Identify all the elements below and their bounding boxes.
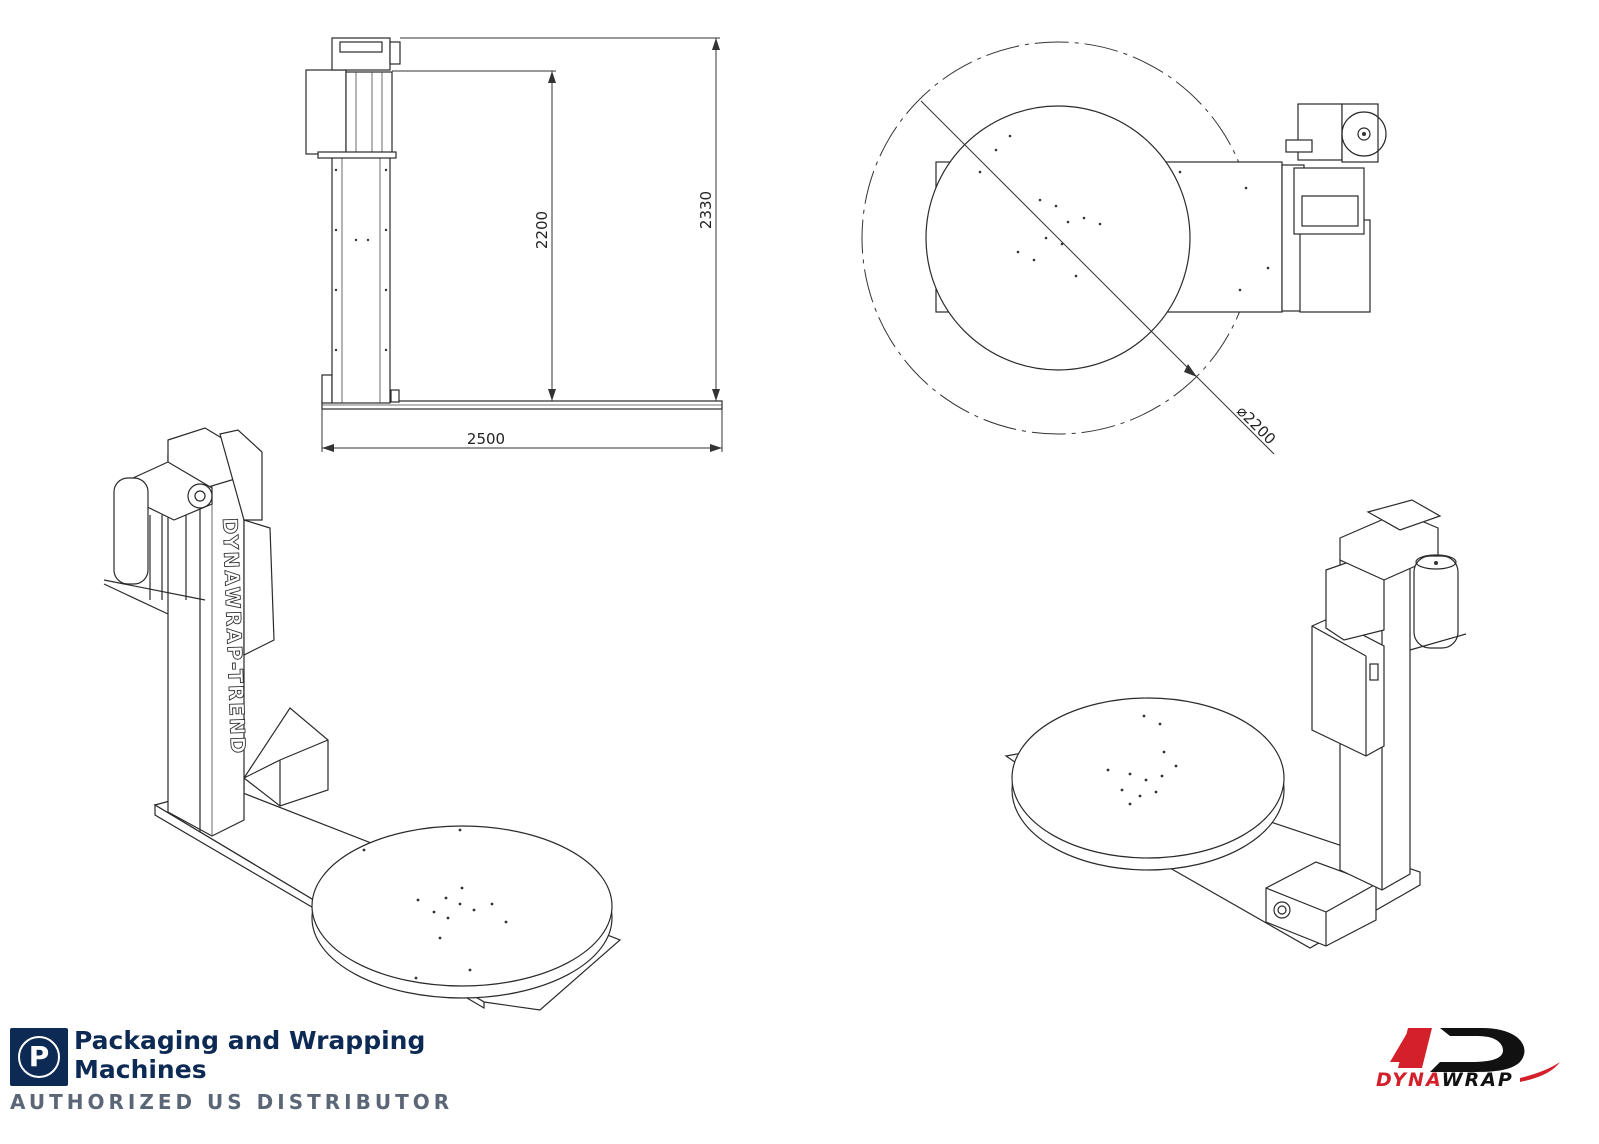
wordmark-part-1: DYNA [1376, 1069, 1442, 1091]
iso-control-box-left [243, 519, 275, 656]
front-elevation-view: 2200 2330 2500 [305, 37, 723, 452]
dimension-base-length: 2500 [467, 430, 505, 448]
carriage-box [305, 69, 347, 155]
dimension-lift-height: 2200 [533, 211, 551, 249]
top-plan-view: ⌀2200 [861, 41, 1387, 455]
dynawrap-logo: DYNAWRAP [1370, 1022, 1570, 1098]
iso-turntable-left [311, 825, 613, 987]
badge-ring [18, 1036, 60, 1078]
dimension-diameter: ⌀2200 [1233, 402, 1279, 448]
iso-film-roll-left [113, 477, 149, 585]
distributor-block: P Packaging and Wrapping Machines AUTHOR… [10, 1026, 480, 1124]
distributor-badge-icon: P [10, 1028, 68, 1086]
distributor-tagline: AUTHORIZED US DISTRIBUTOR [10, 1090, 454, 1114]
dimension-total-height: 2330 [697, 191, 715, 229]
iso-turntable-right [1011, 697, 1285, 859]
diameter-value: 2200 [1240, 408, 1280, 448]
iso-film-roll-right [1413, 555, 1459, 649]
isometric-view-right [1004, 499, 1467, 949]
dynawrap-logo-mark-icon [1390, 1028, 1560, 1082]
column-front [331, 154, 391, 404]
isometric-view-left: DYNAWRAP-TREND [103, 427, 622, 1011]
dynawrap-wordmark: DYNAWRAP [1376, 1069, 1514, 1091]
wordmark-part-2: WRAP [1441, 1069, 1514, 1091]
control-box-top [1299, 219, 1371, 313]
iso-motor-box-right [1265, 861, 1377, 947]
badge-letter: P [28, 1040, 50, 1073]
distributor-name: Packaging and Wrapping Machines [74, 1026, 426, 1084]
